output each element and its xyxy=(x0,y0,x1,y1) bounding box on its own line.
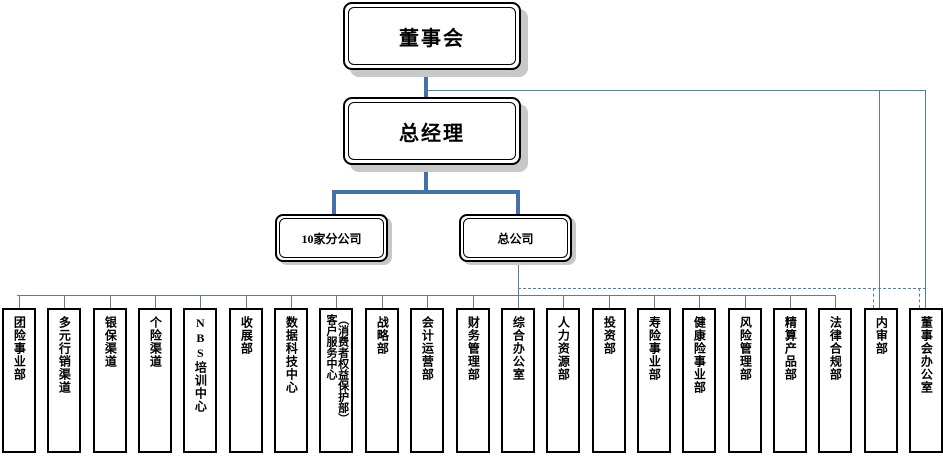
connector-gm-to-head-office xyxy=(516,190,520,220)
connector-dashed-bus xyxy=(518,288,926,289)
drop-line-actuarial-product xyxy=(790,295,791,308)
dept-box-investment-department[interactable]: 投资部 xyxy=(592,308,626,453)
dept-label-risk-management: 风险管理部 xyxy=(738,316,753,381)
dept-box-data-technology-center[interactable]: 数据科技中心 xyxy=(274,308,308,453)
dept-box-nbs-training-center[interactable]: NBS培训中心 xyxy=(183,308,217,453)
dept-box-board-office[interactable]: 董事会办公室 xyxy=(909,308,943,453)
dept-label-financial-management: 财务管理部 xyxy=(466,316,481,381)
dept-box-renewal-department[interactable]: 收展部 xyxy=(229,308,263,453)
connector-gm-down xyxy=(424,166,428,192)
dept-box-individual-insurance-channel[interactable]: 个险渠道 xyxy=(138,308,172,453)
dept-label-nbs-training-center: NBS培训中心 xyxy=(193,316,208,413)
dept-label-human-resources: 人力资源部 xyxy=(556,316,571,381)
node-head-office[interactable]: 总公司 xyxy=(459,214,572,262)
drop-line-health-insurance-division xyxy=(699,295,700,308)
dept-label-individual-insurance-channel: 个险渠道 xyxy=(148,316,163,368)
drop-line-individual-insurance-channel xyxy=(155,295,156,308)
dept-box-strategy-department[interactable]: 战略部 xyxy=(365,308,399,453)
dept-box-financial-management[interactable]: 财务管理部 xyxy=(456,308,490,453)
drop-line-human-resources xyxy=(563,295,564,308)
dept-label-strategy-department: 战略部 xyxy=(375,316,390,355)
drop-line-renewal-department xyxy=(246,295,247,308)
drop-line-nbs-training-center xyxy=(200,295,201,308)
dept-label-bancassurance-channel: 银保渠道 xyxy=(103,316,118,368)
dept-box-legal-compliance[interactable]: 法律合规部 xyxy=(818,308,852,453)
drop-line-general-office xyxy=(518,295,519,308)
dept-box-health-insurance-division[interactable]: 健康险事业部 xyxy=(682,308,716,453)
dept-label-health-insurance-division: 健康险事业部 xyxy=(692,316,707,394)
dept-box-actuarial-product[interactable]: 精算产品部 xyxy=(773,308,807,453)
node-general-manager[interactable]: 总经理 xyxy=(343,97,521,165)
drop-line-investment-department xyxy=(609,295,610,308)
dept-box-multi-channel-marketing[interactable]: 多元行销渠道 xyxy=(47,308,81,453)
node-branches-label: 10家分公司 xyxy=(301,231,362,246)
drop-line-financial-management xyxy=(473,295,474,308)
drop-line-multi-channel-marketing xyxy=(64,295,65,308)
drop-line-legal-compliance xyxy=(835,295,836,308)
dept-box-risk-management[interactable]: 风险管理部 xyxy=(728,308,762,453)
drop-line-strategy-department xyxy=(382,295,383,308)
dept-box-accounting-operations[interactable]: 会计运营部 xyxy=(410,308,444,453)
dept-label-data-technology-center: 数据科技中心 xyxy=(284,316,299,394)
dept-label-board-office: 董事会办公室 xyxy=(919,316,934,394)
dept-label-customer-service-center: 客户服务中心 xyxy=(325,314,337,380)
node-branches[interactable]: 10家分公司 xyxy=(275,214,388,262)
node-board[interactable]: 董事会 xyxy=(343,2,521,70)
connector-dashed-to-internal-audit xyxy=(873,288,874,308)
dept-sublabel-customer-service-center: （消费者权益保护部） xyxy=(336,314,349,424)
dept-box-human-resources[interactable]: 人力资源部 xyxy=(546,308,580,453)
node-board-label: 董事会 xyxy=(399,27,465,50)
node-head-office-label: 总公司 xyxy=(497,231,534,246)
drop-line-data-technology-center xyxy=(291,295,292,308)
dept-box-bancassurance-channel[interactable]: 银保渠道 xyxy=(93,308,127,453)
department-bus xyxy=(17,295,836,296)
connector-board-to-gm xyxy=(424,70,428,108)
drop-line-accounting-operations xyxy=(427,295,428,308)
dept-box-general-office[interactable]: 综合办公室 xyxy=(501,308,535,453)
drop-line-bancassurance-channel xyxy=(110,295,111,308)
connector-board-to-board-office xyxy=(925,90,926,308)
drop-line-customer-service-center xyxy=(336,295,337,308)
drop-line-group-insurance-division xyxy=(19,295,20,308)
connector-dashed-to-board-office xyxy=(919,288,920,308)
connector-gm-to-branches xyxy=(332,190,336,220)
drop-line-risk-management xyxy=(745,295,746,308)
dept-box-customer-service-center[interactable]: （消费者权益保护部）客户服务中心 xyxy=(319,308,353,453)
connector-board-right-bus xyxy=(424,90,926,91)
dept-box-internal-audit[interactable]: 内审部 xyxy=(864,308,898,453)
dept-label-investment-department: 投资部 xyxy=(602,316,617,355)
dept-label-legal-compliance: 法律合规部 xyxy=(828,316,843,381)
dept-label-accounting-operations: 会计运营部 xyxy=(420,316,435,381)
node-general-manager-label: 总经理 xyxy=(399,122,465,145)
dept-label-life-insurance-division: 寿险事业部 xyxy=(647,316,662,381)
dept-label-multi-channel-marketing: 多元行销渠道 xyxy=(57,316,72,394)
drop-line-life-insurance-division xyxy=(654,295,655,308)
dept-box-life-insurance-division[interactable]: 寿险事业部 xyxy=(637,308,671,453)
dept-label-renewal-department: 收展部 xyxy=(239,316,254,355)
dept-label-internal-audit: 内审部 xyxy=(874,316,889,355)
dept-label-general-office: 综合办公室 xyxy=(511,316,526,381)
dept-label-group-insurance-division: 团险事业部 xyxy=(12,316,27,381)
connector-head-office-down xyxy=(518,263,519,308)
connector-board-to-internal-audit xyxy=(879,90,880,308)
connector-gm-split-bar xyxy=(332,190,520,194)
dept-label-actuarial-product: 精算产品部 xyxy=(783,316,798,381)
dept-box-group-insurance-division[interactable]: 团险事业部 xyxy=(2,308,36,453)
